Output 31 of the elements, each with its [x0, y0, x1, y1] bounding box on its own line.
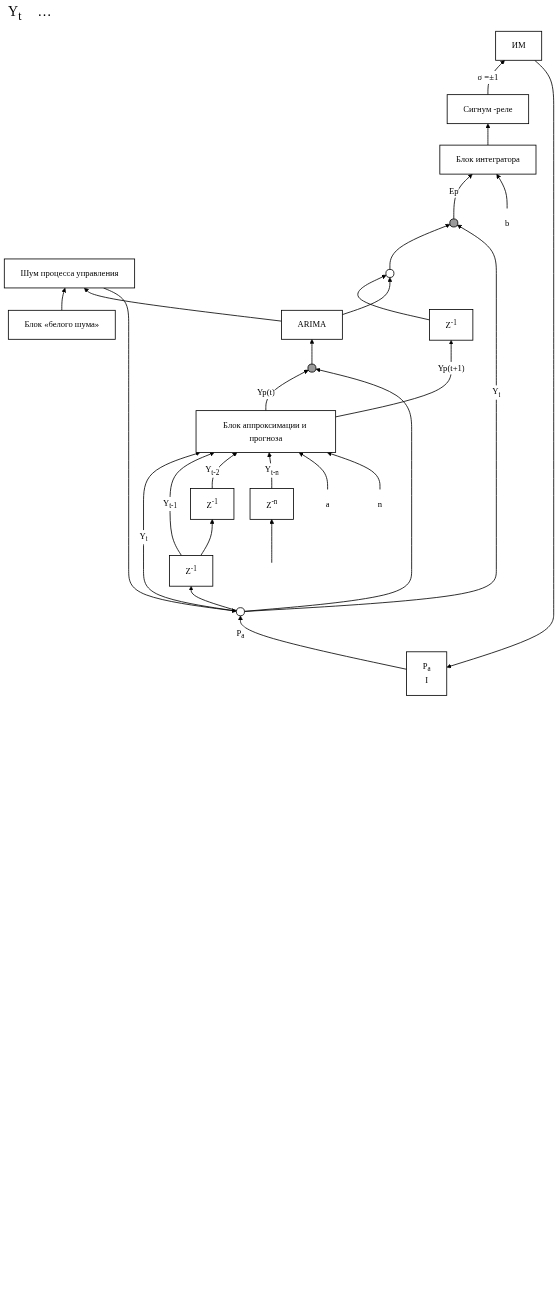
node-text: a — [325, 498, 330, 509]
signal-label: … — [37, 4, 52, 19]
signal-label: Y$_{t}$ — [8, 4, 22, 19]
node-box: Блок «белого шума» — [7, 309, 116, 340]
edge-label: Y$_{t-2}$ — [205, 464, 220, 477]
node-box: ИМ — [495, 30, 543, 61]
edge-label: P$_{a}$ — [236, 627, 245, 640]
node-box: P$_{a}$ I — [406, 651, 448, 696]
node-text: n — [377, 498, 383, 509]
edge-label: Y$_{t}$ — [492, 386, 501, 399]
edge-label: Ep — [449, 186, 459, 196]
node-box: Z$^{-1}$ — [190, 487, 235, 520]
node-box: Блок интегратора — [439, 144, 537, 175]
node-box: Блок аппроксимации и прогноза — [195, 410, 337, 453]
node-text: b — [504, 217, 510, 228]
edge-label: σ =±1 — [477, 72, 499, 82]
edge-label: Yp(t) — [256, 387, 275, 397]
edge-label: Y$_{t-n}$ — [264, 464, 279, 477]
node-circle — [385, 268, 395, 278]
node-box: Z$^{-n}$ — [249, 487, 294, 520]
edge-label: Yp(t+1) — [437, 363, 465, 373]
edge-label: Y$_{t-1}$ — [162, 498, 178, 510]
node-circle — [307, 363, 317, 373]
node-box: Z$^{-1}$ — [429, 308, 474, 341]
node-box: Сигнум -реле — [446, 94, 530, 124]
node-circle — [449, 218, 459, 228]
node-box: Z$^{-1}$ — [169, 554, 214, 587]
node-circle — [236, 607, 245, 616]
node-box: ARIMA — [281, 309, 343, 340]
node-box: Шум процесса управления — [3, 258, 136, 289]
edge-label: Y$_{t}$ — [139, 531, 148, 543]
